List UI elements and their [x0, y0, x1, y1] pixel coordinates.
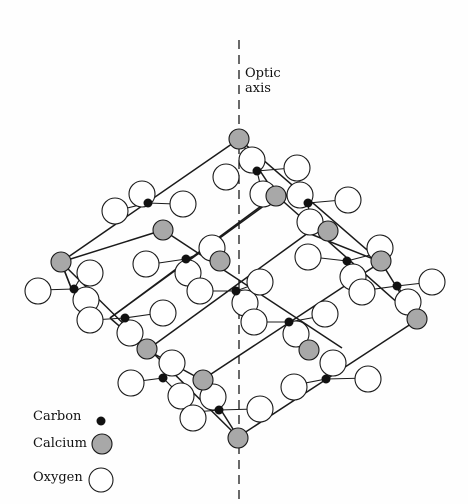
oxygen-atom: [294, 243, 322, 271]
carbon-atom: [392, 281, 402, 291]
carbon-atom: [231, 286, 241, 296]
oxygen-atom: [179, 404, 207, 432]
carbon-atom: [214, 405, 224, 415]
optic-axis-label: Optic axis: [245, 66, 281, 96]
carbon-atom: [252, 166, 262, 176]
calcium-atom: [136, 338, 158, 360]
oxygen-atom: [167, 382, 195, 410]
carbon-atom: [158, 373, 168, 383]
oxygen-atom: [199, 383, 227, 411]
oxygen-atom: [149, 299, 177, 327]
oxygen-atom: [24, 277, 52, 305]
oxygen-atom: [101, 197, 129, 225]
calcium-atom: [227, 427, 249, 449]
oxygen-atom: [418, 268, 446, 296]
oxygen-atom: [117, 369, 145, 397]
oxygen-atom: [238, 146, 266, 174]
oxygen-atom: [311, 300, 339, 328]
oxygen-atom: [319, 349, 347, 377]
oxygen-atom: [240, 308, 268, 336]
oxygen-atom: [334, 186, 362, 214]
cell-edge: [109, 199, 273, 319]
carbon-atom: [143, 198, 153, 208]
oxygen-atom: [283, 154, 311, 182]
oxygen-atom: [348, 278, 376, 306]
carbon-atom: [284, 317, 294, 327]
oxygen-atom: [280, 373, 308, 401]
optic-axis-label-line2: axis: [245, 81, 271, 96]
legend-carbon-symbol: [96, 416, 106, 426]
oxygen-atom: [282, 320, 310, 348]
calcium-atom: [317, 220, 339, 242]
oxygen-atom: [76, 259, 104, 287]
calcium-atom: [192, 369, 214, 391]
calcium-atom: [152, 219, 174, 241]
carbon-atom: [181, 254, 191, 264]
legend-carbon-label: Carbon: [33, 409, 82, 424]
legend-oxygen-label: Oxygen: [33, 470, 83, 485]
calcium-atom: [298, 339, 320, 361]
calcium-atom: [50, 251, 72, 273]
calcium-atom: [209, 250, 231, 272]
calcium-atom: [265, 185, 287, 207]
oxygen-atom: [132, 250, 160, 278]
legend-oxygen-symbol: [88, 467, 114, 493]
carbon-atom: [120, 313, 130, 323]
oxygen-atoms: [24, 146, 446, 432]
optic-axis-label-line1: Optic: [245, 66, 281, 81]
legend-calcium-symbol: [91, 433, 113, 455]
calcium-atoms: [50, 128, 428, 449]
carbon-atom: [69, 284, 79, 294]
carbon-atom: [321, 374, 331, 384]
oxygen-atom: [212, 163, 240, 191]
legend-symbols: [88, 416, 114, 493]
calcium-atom: [228, 128, 250, 150]
carbon-atom: [342, 256, 352, 266]
oxygen-atom: [116, 319, 144, 347]
oxygen-atom: [246, 268, 274, 296]
calcium-atom: [370, 250, 392, 272]
carbon-atoms: [69, 166, 402, 415]
oxygen-atom: [246, 395, 274, 423]
cell-edge: [60, 229, 164, 263]
legend-calcium-label: Calcium: [33, 436, 87, 451]
calcium-atom: [406, 308, 428, 330]
carbon-atom: [303, 198, 313, 208]
oxygen-atom: [186, 277, 214, 305]
oxygen-atom: [158, 349, 186, 377]
oxygen-atom: [354, 365, 382, 393]
oxygen-atom: [76, 306, 104, 334]
oxygen-atom: [169, 190, 197, 218]
